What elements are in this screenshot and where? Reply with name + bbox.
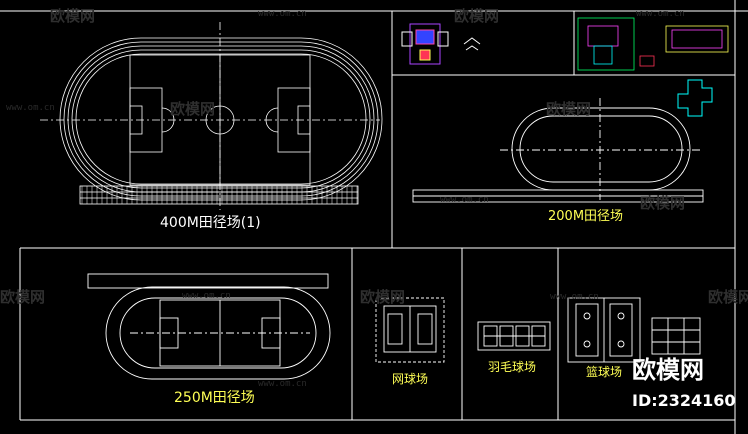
label-basketball-court: 篮球场 [586,365,623,379]
watermark-6: 欧模网 [0,288,46,306]
watermark-url-3: www.om.cn [6,103,55,113]
watermark-url-2: www.om.cn [636,9,685,19]
colored-plan-thumbnail[interactable] [577,17,729,71]
badminton-courts-drawing[interactable] [477,321,551,351]
watermark-url-6: www.om.cn [550,292,599,302]
label-200m-track: 200M田径场 [548,209,624,224]
cyan-plan-outline[interactable] [677,79,713,117]
watermark-2: 欧模网 [454,7,500,25]
label-badminton-court: 羽毛球场 [488,360,537,374]
label-250m-track: 250M田径场 [174,390,255,406]
basketball-courts-drawing[interactable] [567,297,701,363]
watermark-3: 欧模网 [170,100,216,118]
tennis-court-drawing[interactable] [375,297,445,363]
image-id-text: ID:2324160 [632,391,736,410]
watermark-1: 欧模网 [50,7,96,25]
watermark-url-1: www.om.cn [258,9,307,19]
watermark-8: 欧模网 [708,288,748,306]
watermark-5: 欧模网 [640,194,686,212]
brand-logo-text: 欧模网 [632,356,704,384]
track-400m-drawing[interactable] [40,22,383,210]
watermark-url-5: www.om.cn [182,291,231,301]
watermark-4: 欧模网 [546,100,592,118]
label-400m-track: 400M田径场(1) [160,215,261,231]
watermark-url-4: www.om.cn [440,195,489,205]
track-250m-drawing[interactable] [87,273,331,380]
site-plan-thumbnail[interactable] [401,23,481,65]
label-tennis-court: 网球场 [392,372,429,386]
watermark-url-7: www.om.cn [258,379,307,389]
watermark-7: 欧模网 [360,288,406,306]
track-200m-drawing[interactable] [412,98,704,203]
track-400m-hatch [81,186,358,204]
